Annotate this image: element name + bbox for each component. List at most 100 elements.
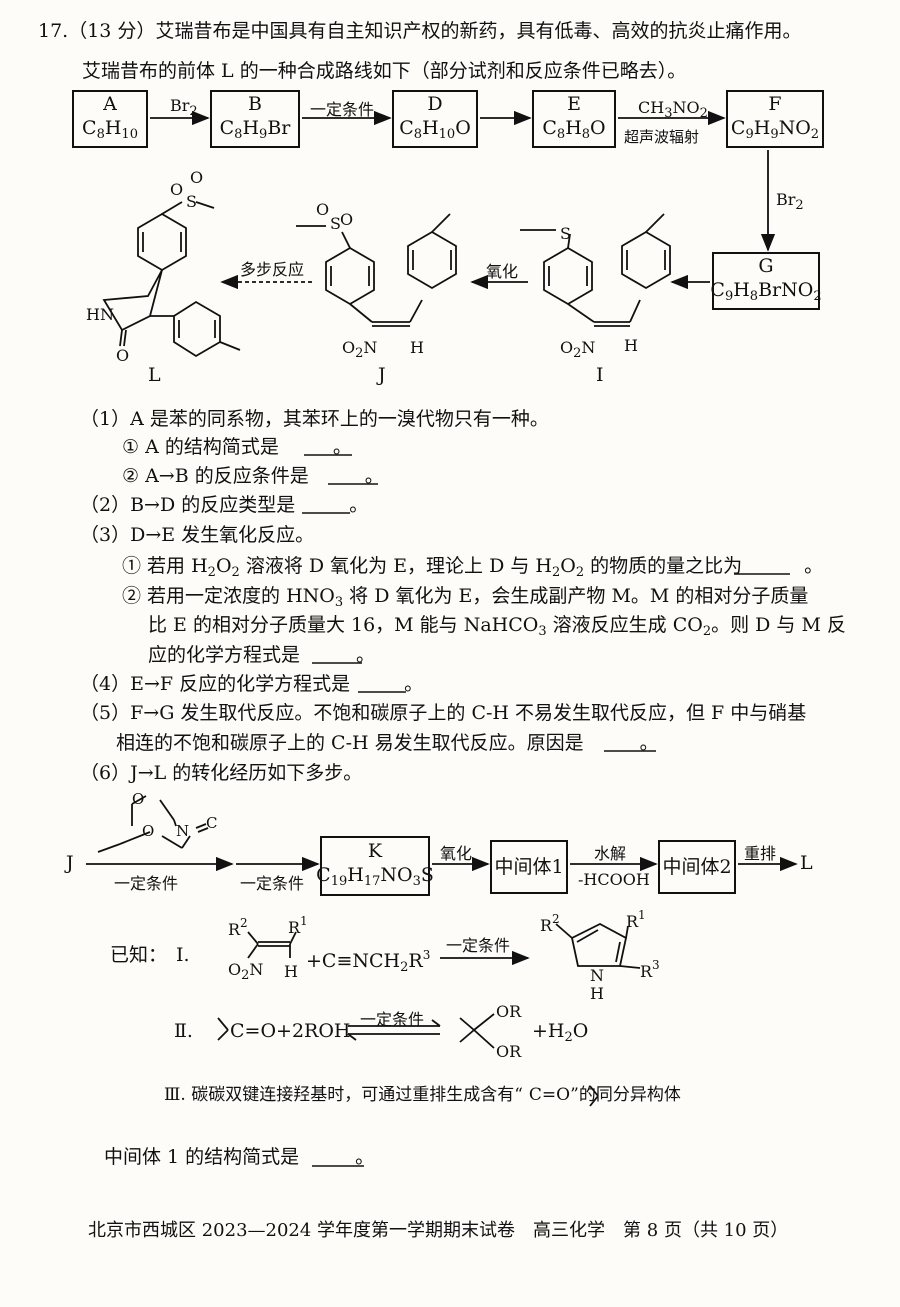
q4-period: 。 xyxy=(404,673,424,695)
atom-O-L-carbonyl: O xyxy=(116,346,130,365)
I-ring-right xyxy=(621,230,671,290)
label-I: I xyxy=(596,364,604,386)
q1-2-stem: ② A→B 的反应条件是 xyxy=(122,465,309,487)
q1-1-stem: ① A 的结构简式是 xyxy=(122,436,279,458)
compound-D-name: D xyxy=(427,92,443,115)
known-I-R2: R2 xyxy=(228,916,248,939)
q3-2c-period: 。 xyxy=(356,644,376,666)
known-I-cond: 一定条件 xyxy=(446,936,511,955)
known-II-left: C=O+2ROH xyxy=(230,1020,351,1042)
compound-box-E: E C8H8O xyxy=(532,90,616,148)
known-III-label: Ⅲ. xyxy=(164,1085,186,1105)
q1-1-text: ① A 的结构简式是 。 xyxy=(122,436,352,458)
reagent-C: C xyxy=(206,814,218,832)
compound-K-formula: C19H17NO3S xyxy=(316,863,434,889)
compound-box-K: K C19H17NO3S xyxy=(316,836,434,896)
q2-text: （2）B→D 的反应类型是 。 xyxy=(80,494,368,516)
arrow-EF-bottom-label: 超声波辐射 xyxy=(624,128,700,146)
atom-O2N-I: O2N xyxy=(560,338,596,361)
q1-text: （1）A 是苯的同系物，其苯环上的一溴代物只有一种。 xyxy=(80,408,549,430)
label-L: L xyxy=(148,364,161,386)
known-I-label: Ⅰ. xyxy=(176,944,190,966)
q3-text: （3）D→E 发生氧化反应。 xyxy=(80,524,315,546)
pyrrole-ring xyxy=(570,922,628,967)
q3-1-text: ① 若用 H2O2 溶液将 D 氧化为 E，理论上 D 与 H2O2 的物质的量… xyxy=(122,555,824,580)
route2-start-J: J xyxy=(66,852,74,874)
question-number: 17. xyxy=(38,20,69,42)
final-period: 。 xyxy=(355,1146,375,1168)
q5b-period: 。 xyxy=(639,732,659,754)
known-I-product-R2: R2 xyxy=(540,912,560,935)
reagent-N: N xyxy=(176,822,190,840)
known-I-product-N: N xyxy=(590,966,604,985)
box-intermediate-2: 中间体2 xyxy=(658,840,736,894)
atom-H-I: H xyxy=(624,336,638,355)
arrow-IJ-label: 氧化 xyxy=(486,262,519,281)
L-pyrrolone xyxy=(102,269,163,332)
arrow-JL-label: 多步反应 xyxy=(240,260,305,279)
route2-minus-hcooh: -HCOOH xyxy=(578,870,650,889)
question-points: （13 分） xyxy=(68,20,156,42)
q2-period: 。 xyxy=(349,494,369,516)
compound-box-A: A C8H10 xyxy=(72,90,148,148)
compound-E-name: E xyxy=(567,92,581,115)
q3-2a-text: ② 若用一定浓度的 HNO3 将 D 氧化为 E，会生成副产物 M。M 的相对分… xyxy=(122,585,809,610)
compound-E-formula: C8H8O xyxy=(542,116,606,142)
J-ring-right xyxy=(407,230,457,290)
q4-text: （4）E→F 反应的化学方程式是 。 xyxy=(80,673,423,695)
q6-text: （6）J→L 的转化经历如下多步。 xyxy=(80,762,363,784)
compound-F-formula: C9H9NO2 xyxy=(730,116,820,142)
arrow-EF-top-label: CH3NO2 xyxy=(638,98,708,121)
route2-rearrange: 重排 xyxy=(744,844,777,863)
q1-1-period: 。 xyxy=(332,436,352,458)
L-ring-top xyxy=(137,212,187,272)
known-I-isocyanide: +C≡NCH2R3 xyxy=(306,948,431,975)
known-III-text: 碳碳双键连接羟基时，可通过重排生成含有“ xyxy=(191,1085,523,1105)
compound-A-name: A xyxy=(103,92,117,115)
compound-G-name: G xyxy=(758,254,774,277)
final-question: 中间体 1 的结构简式是 。 xyxy=(104,1146,374,1168)
atom-HN-L: HN xyxy=(86,305,114,324)
known-II-OR-2: OR xyxy=(496,1042,522,1061)
route2-cond-2: 一定条件 xyxy=(240,874,305,893)
q3-2b-text: 比 E 的相对分子质量大 16，M 能与 NaHCO3 溶液反应生成 CO2。则… xyxy=(148,614,846,639)
atom-O-L-2: O xyxy=(190,168,204,187)
known-II-label: Ⅱ. xyxy=(174,1020,193,1042)
final-question-stem: 中间体 1 的结构简式是 xyxy=(104,1146,300,1168)
question-header: 17.（13 分）艾瑞昔布是中国具有自主知识产权的新药，具有低毒、高效的抗炎止痛… xyxy=(38,20,801,42)
intro-line-2: 艾瑞昔布的前体 L 的一种合成路线如下（部分试剂和反应条件已略去）。 xyxy=(82,60,687,82)
q2-stem: （2）B→D 的反应类型是 xyxy=(80,494,296,516)
intro-line-1: 艾瑞昔布是中国具有自主知识产权的新药，具有低毒、高效的抗炎止痛作用。 xyxy=(155,20,802,42)
q3-2c-text: 应的化学方程式是 。 xyxy=(148,644,375,666)
route2-cond-1: 一定条件 xyxy=(114,874,179,893)
atom-O-L-1: O xyxy=(170,180,184,199)
q1-2-period: 。 xyxy=(364,465,384,487)
reagent-O-2: O xyxy=(142,822,155,840)
known-I-product-R3: R3 xyxy=(640,958,660,981)
I-ring-left xyxy=(543,246,593,306)
known-I-R1: R1 xyxy=(288,914,308,937)
known-III-co: C=O xyxy=(528,1085,571,1105)
known-III-tail: ”的同分异构体 xyxy=(570,1085,681,1105)
q5b-text: 相连的不饱和碳原子上的 C-H 易发生取代反应。原因是 。 xyxy=(116,732,659,754)
known-I-O2N: O2N xyxy=(228,960,264,983)
q5b-stem: 相连的不饱和碳原子上的 C-H 易发生取代反应。原因是 xyxy=(116,732,584,754)
atom-S-L: S xyxy=(186,192,197,211)
compound-box-D: D C8H10O xyxy=(392,90,478,148)
page-footer: 北京市西城区 2023—2024 学年度第一学期期末试卷 高三化学 第 8 页（… xyxy=(88,1220,789,1241)
intermediate-1-label: 中间体1 xyxy=(494,856,564,878)
atom-O2N-J: O2N xyxy=(342,338,378,361)
route2-hydrolysis: 水解 xyxy=(594,844,627,863)
atom-O-J-2: O xyxy=(340,210,354,229)
known-I-H: H xyxy=(284,962,298,981)
intermediate-2-label: 中间体2 xyxy=(662,856,732,878)
compound-box-F: F C9H9NO2 xyxy=(726,90,824,148)
reagent-O-1: O xyxy=(132,790,145,808)
q3-2c-stem: 应的化学方程式是 xyxy=(148,644,301,666)
route2-oxidation: 氧化 xyxy=(440,844,473,863)
atom-S-I: S xyxy=(560,224,571,243)
atom-H-J: H xyxy=(410,338,424,357)
q4-stem: （4）E→F 反应的化学方程式是 xyxy=(80,673,351,695)
compound-G-formula: C9H8BrNO2 xyxy=(710,278,822,304)
